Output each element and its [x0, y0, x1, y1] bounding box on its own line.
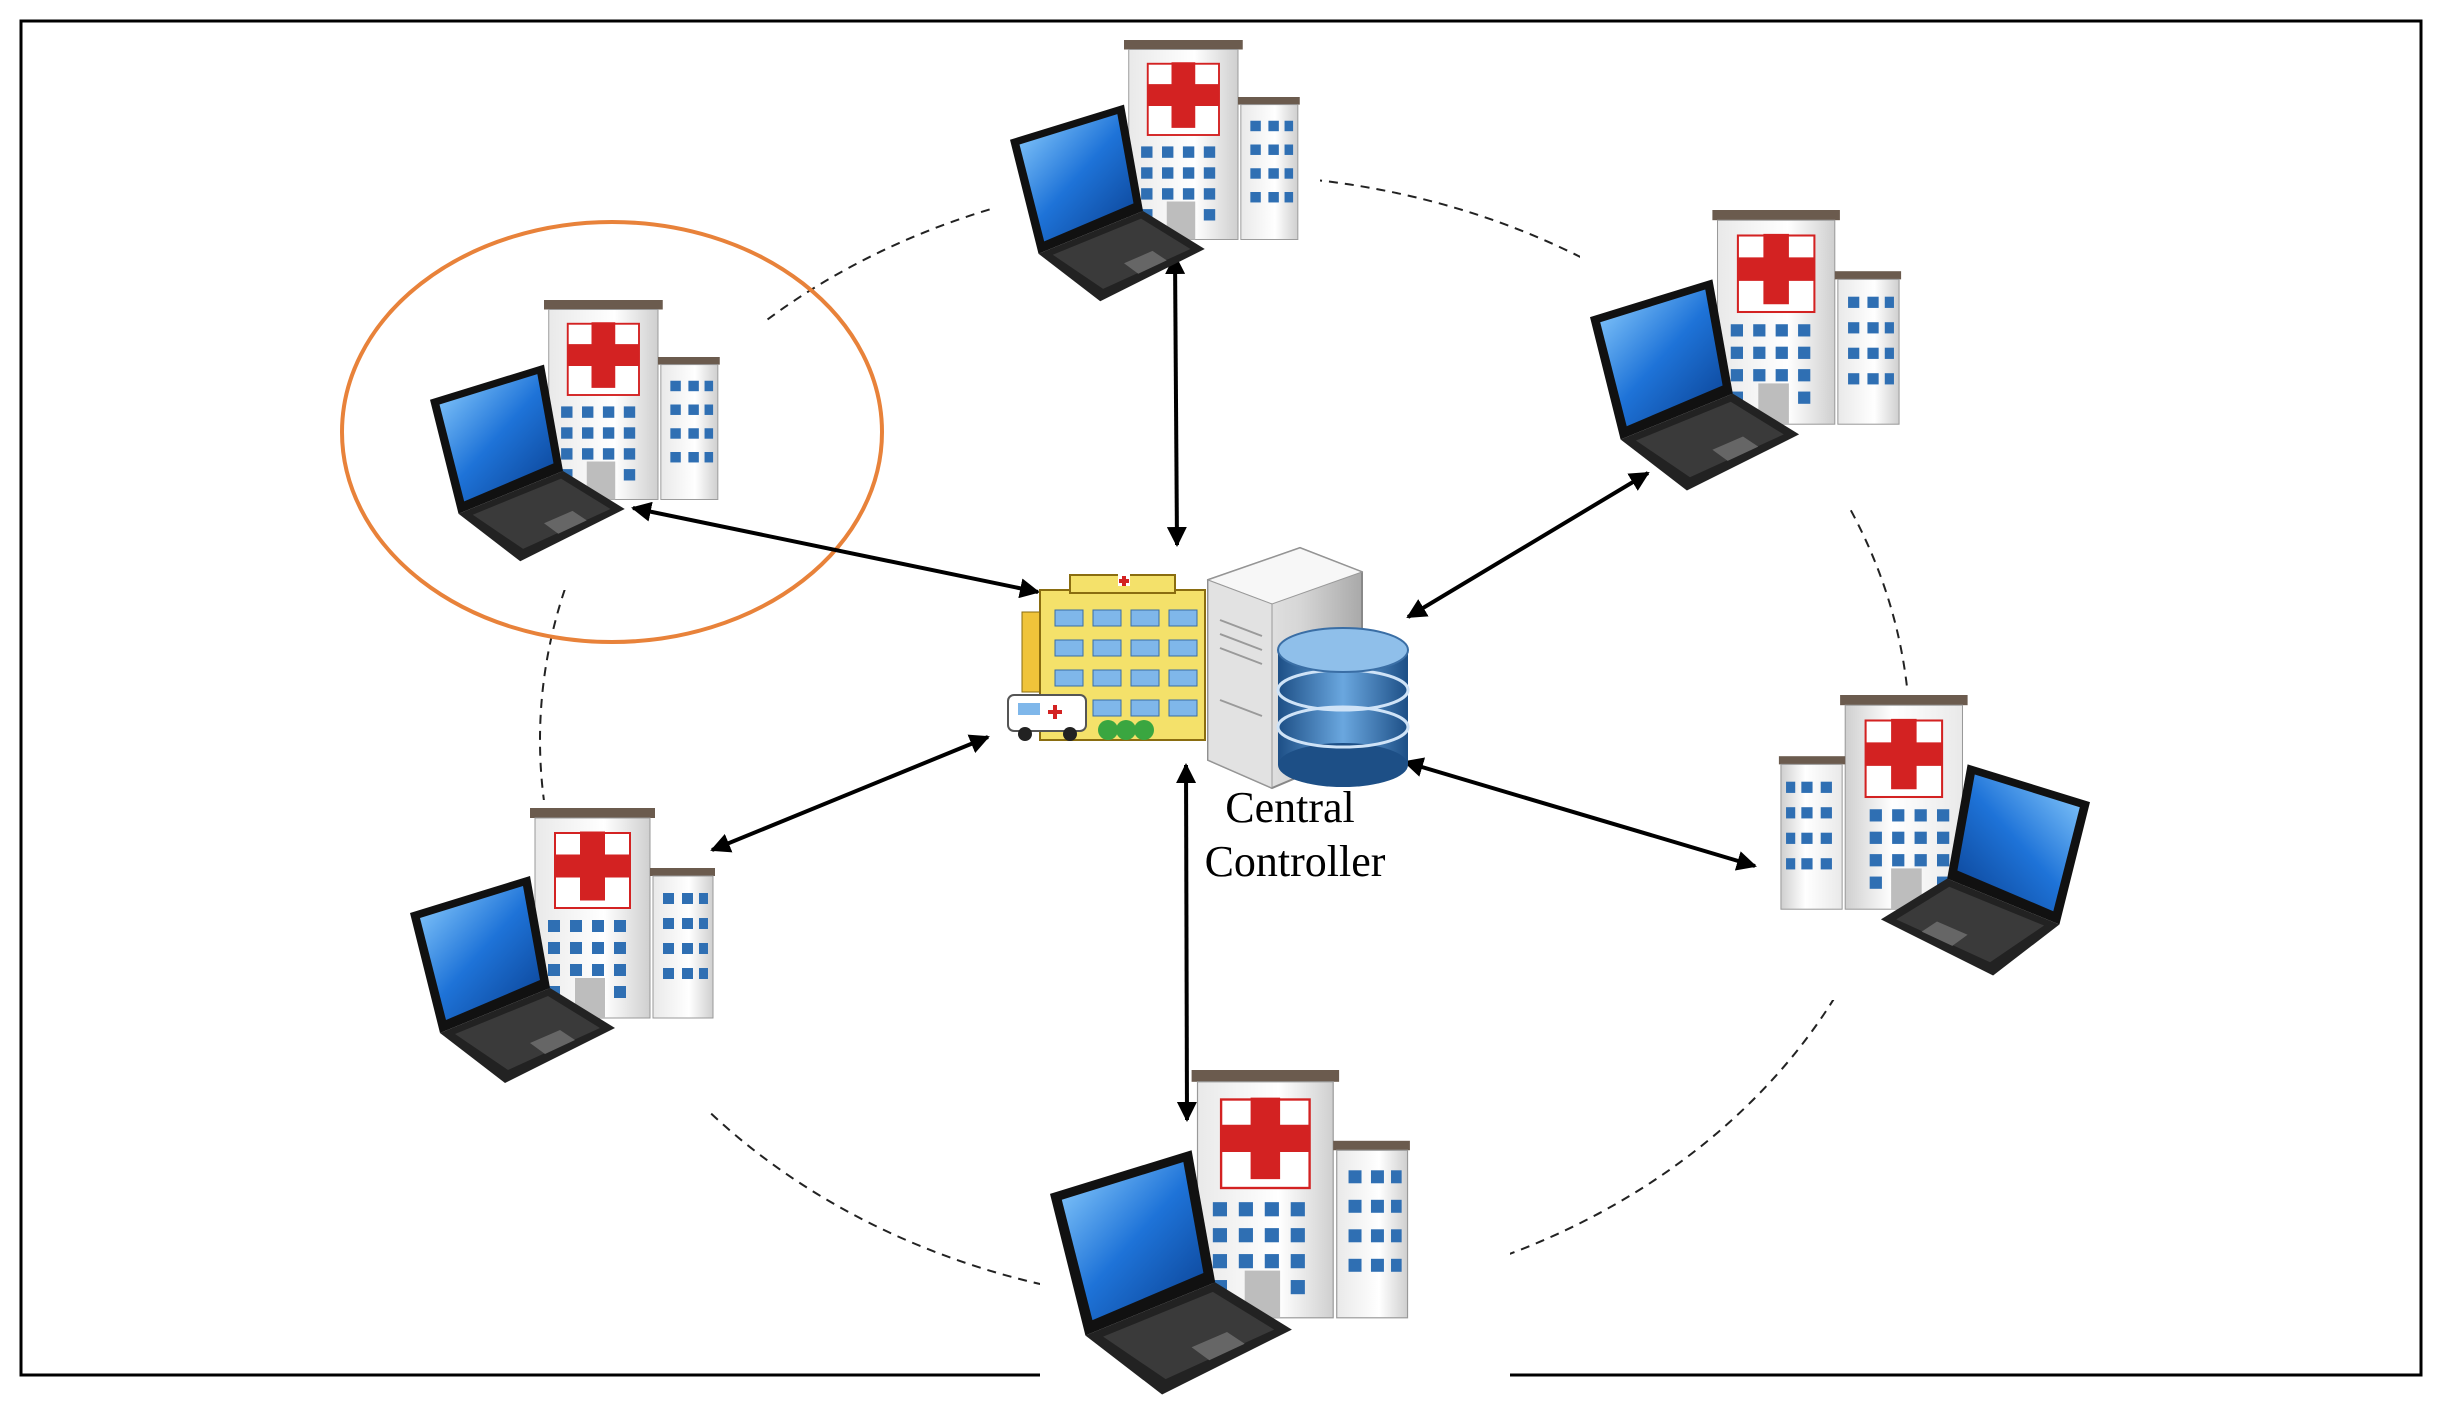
highlight-ring [340, 220, 884, 644]
link-lower-right [1403, 757, 1757, 871]
clinic-building-icon [1007, 574, 1206, 741]
link-upper-right [1406, 471, 1650, 619]
link-top [1165, 254, 1187, 547]
central-controller-label-line1: Central [1225, 783, 1355, 832]
central-controller-label-line2: Controller [1205, 837, 1386, 886]
database-icon [1276, 627, 1410, 787]
link-lower-left [710, 734, 990, 853]
link-bottom [1176, 763, 1197, 1122]
central-controller: Central Controller [1007, 546, 1410, 886]
link-upper-left [631, 501, 1040, 599]
